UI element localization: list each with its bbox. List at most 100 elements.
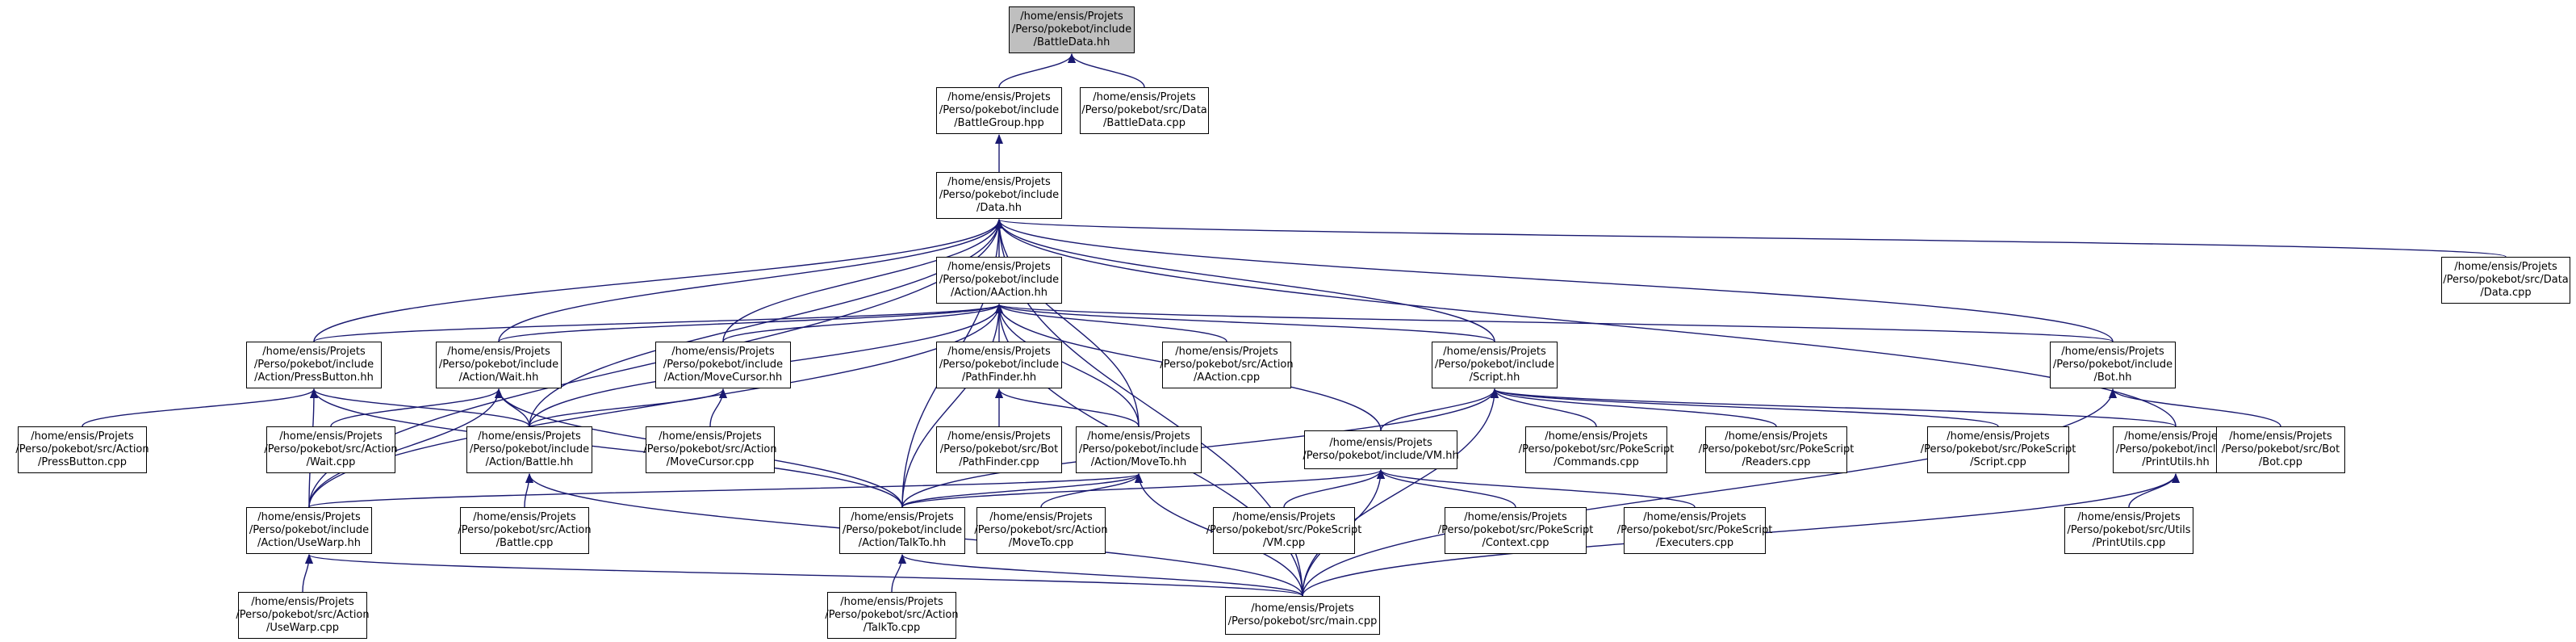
edge-pressbutton_hh-to-aaction_hh <box>313 304 1003 342</box>
node-battle-cpp[interactable]: /home/ensis/Projets /Perso/pokebot/src/A… <box>458 507 592 554</box>
node-label: /home/ensis/Projets /Perso/pokebot/src/A… <box>643 430 777 468</box>
node-moveto-hh[interactable]: /home/ensis/Projets /Perso/pokebot/inclu… <box>1076 426 1202 473</box>
node-label: /home/ensis/Projets /Perso/pokebot/inclu… <box>939 261 1060 299</box>
node-battlegroup-hpp[interactable]: /home/ensis/Projets /Perso/pokebot/inclu… <box>936 87 1062 134</box>
node-wait-cpp[interactable]: /home/ensis/Projets /Perso/pokebot/src/A… <box>264 426 398 473</box>
node-label: /home/ensis/Projets /Perso/pokebot/inclu… <box>249 511 370 549</box>
edge-talkto_hh-to-pressbutton_hh <box>310 388 903 508</box>
node-label: /home/ensis/Projets /Perso/pokebot/src/A… <box>236 596 370 634</box>
node-label: /home/ensis/Projets /Perso/pokebot/src/A… <box>1160 346 1294 384</box>
edge-pressbutton_hh-to-data_hh <box>313 219 1003 342</box>
edge-script_hh-to-data_hh <box>995 219 1495 342</box>
node-pressbutton-hh[interactable]: /home/ensis/Projets /Perso/pokebot/inclu… <box>246 342 382 388</box>
edge-script_hh-to-aaction_hh <box>995 304 1495 342</box>
node-context-cpp[interactable]: /home/ensis/Projets /Perso/pokebot/src/P… <box>1438 507 1593 554</box>
edge-battle_hh-to-wait_hh <box>495 388 530 427</box>
node-label: /home/ensis/Projets /Perso/pokebot/inclu… <box>2052 346 2173 384</box>
node-movecursor-hh[interactable]: /home/ensis/Projets /Perso/pokebot/inclu… <box>655 342 791 388</box>
edge-talkto_hh-to-aaction_hh <box>901 304 1003 508</box>
node-label: /home/ensis/Projets /Perso/pokebot/src/D… <box>1081 91 1207 129</box>
edge-aaction_cpp-to-aaction_hh <box>995 304 1227 342</box>
node-data-hh[interactable]: /home/ensis/Projets /Perso/pokebot/inclu… <box>936 172 1062 219</box>
node-label: /home/ensis/Projets /Perso/pokebot/src/A… <box>15 430 149 468</box>
edge-moveto_hh-to-data_hh <box>995 219 1140 427</box>
edge-bot_cpp-to-bot_hh <box>2109 388 2281 427</box>
edge-usewarp_hh-to-wait_hh <box>308 388 503 508</box>
node-pathfinder-hh[interactable]: /home/ensis/Projets /Perso/pokebot/inclu… <box>936 342 1062 388</box>
edge-movecursor_hh-to-data_hh <box>722 219 1003 342</box>
edge-battlegroup_hpp-to-battledata_hh <box>998 53 1076 88</box>
node-battle-hh[interactable]: /home/ensis/Projets /Perso/pokebot/inclu… <box>466 426 592 473</box>
node-main-cpp[interactable]: /home/ensis/Projets /Perso/pokebot/src/m… <box>1225 596 1380 635</box>
edge-wait_cpp-to-wait_hh <box>330 388 503 427</box>
edge-battledata_cpp-to-battledata_hh <box>1068 53 1145 88</box>
node-vm-cpp[interactable]: /home/ensis/Projets /Perso/pokebot/src/P… <box>1206 507 1361 554</box>
edge-printutils_hh-to-data_hh <box>995 219 2177 427</box>
node-aaction-hh[interactable]: /home/ensis/Projets /Perso/pokebot/inclu… <box>936 257 1062 304</box>
edge-main_cpp-to-talkto_hh <box>898 554 1303 597</box>
edge-printutils_hh-to-script_hh <box>1491 388 2177 427</box>
node-label: /home/ensis/Projets /Perso/pokebot/src/P… <box>1616 511 1773 549</box>
node-bot-cpp[interactable]: /home/ensis/Projets /Perso/pokebot/src/B… <box>2216 426 2345 473</box>
node-data-cpp[interactable]: /home/ensis/Projets /Perso/pokebot/src/D… <box>2441 257 2570 304</box>
edge-battle_hh-to-movecursor_hh <box>529 388 727 427</box>
node-readers-cpp[interactable]: /home/ensis/Projets /Perso/pokebot/src/P… <box>1699 426 1854 473</box>
edge-battle_hh-to-data_hh <box>529 219 1003 427</box>
node-executers-cpp[interactable]: /home/ensis/Projets /Perso/pokebot/src/P… <box>1617 507 1772 554</box>
node-vm-hh[interactable]: /home/ensis/Projets /Perso/pokebot/inclu… <box>1303 430 1459 469</box>
node-label: /home/ensis/Projets /Perso/pokebot/src/P… <box>1518 430 1675 468</box>
node-pathfinder-cpp[interactable]: /home/ensis/Projets /Perso/pokebot/src/B… <box>936 426 1062 473</box>
node-label: /home/ensis/Projets /Perso/pokebot/src/A… <box>264 430 398 468</box>
node-talkto-cpp[interactable]: /home/ensis/Projets /Perso/pokebot/src/A… <box>825 592 959 639</box>
node-moveto-cpp[interactable]: /home/ensis/Projets /Perso/pokebot/src/A… <box>974 507 1108 554</box>
node-battledata-cpp[interactable]: /home/ensis/Projets /Perso/pokebot/src/D… <box>1080 87 1209 134</box>
edge-usewarp_hh-to-moveto_hh <box>308 473 1143 508</box>
node-label: /home/ensis/Projets /Perso/pokebot/inclu… <box>842 511 963 549</box>
node-script-hh[interactable]: /home/ensis/Projets /Perso/pokebot/inclu… <box>1432 342 1558 388</box>
edge-usewarp_cpp-to-usewarp_hh <box>302 554 313 593</box>
edge-usewarp_hh-to-aaction_hh <box>308 304 1003 508</box>
node-label: /home/ensis/Projets /Perso/pokebot/src/P… <box>1437 511 1594 549</box>
edge-wait_hh-to-data_hh <box>498 219 1003 342</box>
node-battledata-hh: /home/ensis/Projets /Perso/pokebot/inclu… <box>1009 6 1135 53</box>
node-label: /home/ensis/Projets /Perso/pokebot/inclu… <box>1078 430 1199 468</box>
node-label: /home/ensis/Projets /Perso/pokebot/src/P… <box>1920 430 2076 468</box>
node-talkto-hh[interactable]: /home/ensis/Projets /Perso/pokebot/inclu… <box>839 507 965 554</box>
edge-readers_cpp-to-script_hh <box>1491 388 1777 427</box>
node-label: /home/ensis/Projets /Perso/pokebot/src/B… <box>939 430 1059 468</box>
node-label: /home/ensis/Projets /Perso/pokebot/inclu… <box>939 346 1060 384</box>
edge-bot_hh-to-data_hh <box>995 219 2114 342</box>
edge-movecursor_hh-to-aaction_hh <box>722 304 1003 342</box>
node-label: /home/ensis/Projets /Perso/pokebot/inclu… <box>939 176 1060 214</box>
edge-context_cpp-to-vm_hh <box>1377 469 1516 508</box>
node-usewarp-cpp[interactable]: /home/ensis/Projets /Perso/pokebot/src/A… <box>236 592 370 639</box>
node-label: /home/ensis/Projets /Perso/pokebot/inclu… <box>1011 10 1132 48</box>
node-label: /home/ensis/Projets /Perso/pokebot/src/m… <box>1227 602 1378 627</box>
node-script-cpp[interactable]: /home/ensis/Projets /Perso/pokebot/src/P… <box>1921 426 2076 473</box>
node-label: /home/ensis/Projets /Perso/pokebot/src/A… <box>825 596 959 634</box>
edge-data_cpp-to-data_hh <box>996 219 2507 258</box>
edge-printutils_cpp-to-printutils_hh <box>2128 473 2180 508</box>
node-label: /home/ensis/Projets /Perso/pokebot/inclu… <box>469 430 590 468</box>
node-movecursor-cpp[interactable]: /home/ensis/Projets /Perso/pokebot/src/A… <box>643 426 777 473</box>
edge-moveto_hh-to-aaction_hh <box>995 304 1140 427</box>
node-pressbutton-cpp[interactable]: /home/ensis/Projets /Perso/pokebot/src/A… <box>15 426 149 473</box>
node-wait-hh[interactable]: /home/ensis/Projets /Perso/pokebot/inclu… <box>436 342 562 388</box>
node-label: /home/ensis/Projets /Perso/pokebot/src/P… <box>1206 511 1362 549</box>
node-printutils-cpp[interactable]: /home/ensis/Projets /Perso/pokebot/src/U… <box>2064 507 2193 554</box>
node-label: /home/ensis/Projets /Perso/pokebot/inclu… <box>1434 346 1555 384</box>
node-bot-hh[interactable]: /home/ensis/Projets /Perso/pokebot/inclu… <box>2050 342 2176 388</box>
edge-moveto_hh-to-pathfinder_hh <box>995 388 1140 427</box>
edge-wait_hh-to-aaction_hh <box>498 304 1003 342</box>
node-commands-cpp[interactable]: /home/ensis/Projets /Perso/pokebot/src/P… <box>1519 426 1674 473</box>
edge-script_cpp-to-script_hh <box>1491 388 1999 427</box>
node-label: /home/ensis/Projets /Perso/pokebot/inclu… <box>2115 430 2236 468</box>
node-aaction-cpp[interactable]: /home/ensis/Projets /Perso/pokebot/src/A… <box>1160 342 1294 388</box>
edge-bot_hh-to-aaction_hh <box>995 304 2114 342</box>
node-usewarp-hh[interactable]: /home/ensis/Projets /Perso/pokebot/inclu… <box>246 507 372 554</box>
edge-talkto_hh-to-moveto_hh <box>901 473 1143 508</box>
edge-vm_cpp-to-vm_hh <box>1283 469 1385 508</box>
node-label: /home/ensis/Projets /Perso/pokebot/inclu… <box>1303 437 1459 462</box>
